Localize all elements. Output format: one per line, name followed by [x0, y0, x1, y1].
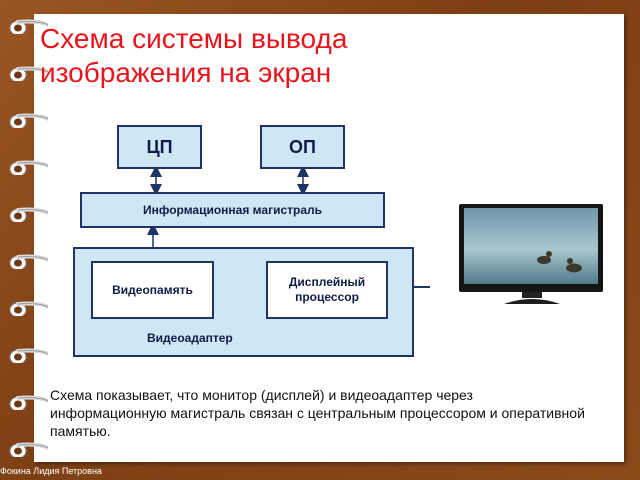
bus-label: Информационная магистраль — [142, 203, 323, 217]
spiral-ring-icon — [9, 395, 48, 410]
ram-block: ОП — [260, 125, 345, 169]
cpu-block: ЦП — [117, 125, 202, 169]
cpu-label: ЦП — [146, 136, 173, 157]
spiral-ring-icon — [9, 207, 48, 222]
spiral-ring-icon — [9, 160, 48, 175]
spiral-ring-icon — [9, 19, 48, 34]
display-processor-block: Дисплейный процессор — [266, 261, 388, 319]
ram-label: ОП — [289, 136, 316, 157]
vram-block: Видеопамять — [91, 261, 214, 319]
spiral-ring-icon — [9, 254, 48, 269]
video-adapter-label: Видеоадаптер — [147, 331, 233, 345]
spiral-ring-icon — [9, 301, 48, 316]
bus-block: Информационная магистраль — [80, 192, 385, 228]
author-credit: Фокина Лидия Петровна — [0, 466, 102, 476]
monitor-icon — [459, 204, 603, 304]
spiral-ring-icon — [9, 442, 48, 457]
slide-title: Схема системы вывода изображения на экра… — [40, 23, 348, 88]
spiral-ring-icon — [9, 113, 48, 128]
slide-caption: Схема показывает, что монитор (дисплей) … — [50, 387, 585, 439]
display-processor-label: Дисплейный процессор — [288, 275, 366, 304]
spiral-ring-icon — [9, 348, 48, 363]
spiral-ring-icon — [9, 66, 48, 81]
vram-label: Видеопамять — [112, 283, 193, 297]
